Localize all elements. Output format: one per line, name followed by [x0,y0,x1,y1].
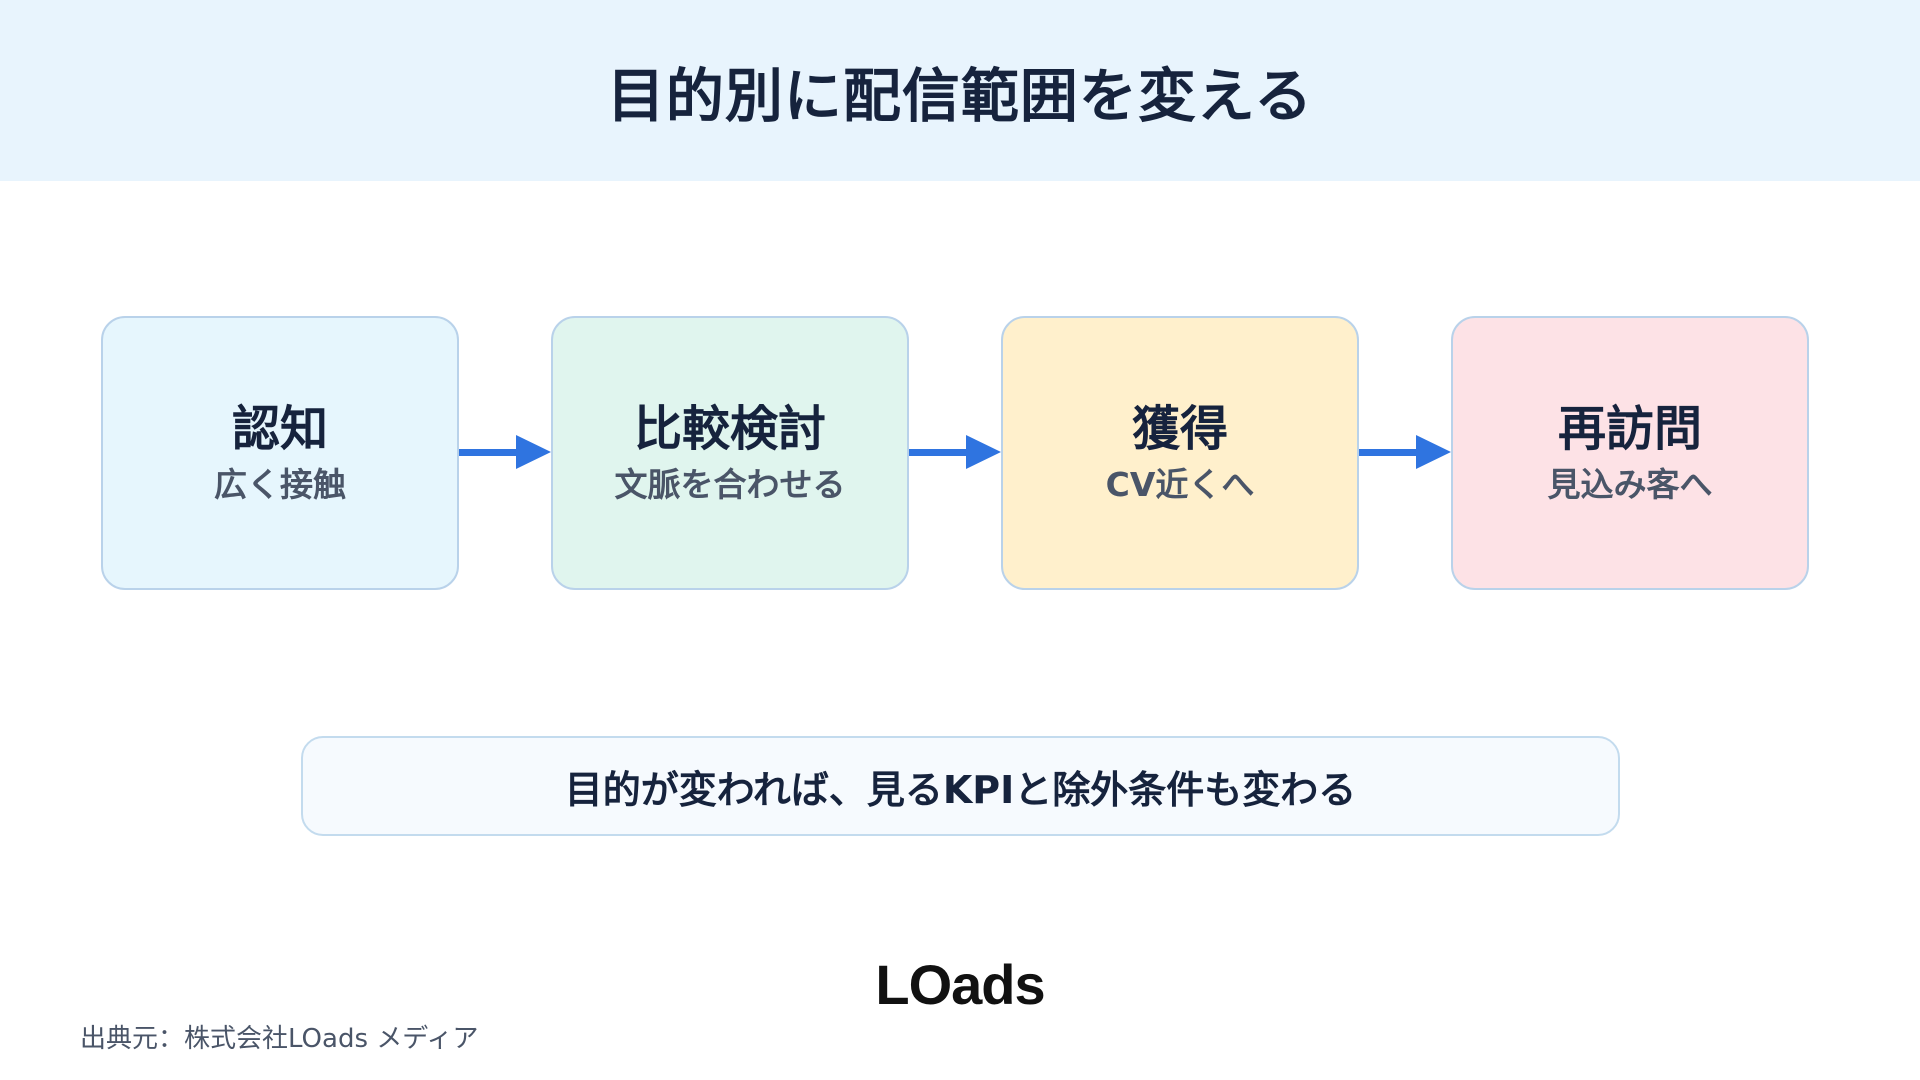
stage-title: 獲得 [1131,401,1228,458]
stage-box-acquisition: 獲得 CV近くへ [1001,316,1359,590]
summary-note-text: 目的が変われば、見るKPIと除外条件も変わる [564,767,1357,812]
stage-box-awareness: 認知 広く接触 [101,316,459,590]
stage-subtitle: 広く接触 [214,465,346,504]
stage-title: 比較検討 [633,401,826,458]
header-banner: 目的別に配信範囲を変える [0,0,1920,181]
stage-box-revisit: 再訪問 見込み客へ [1451,316,1809,590]
source-credit: 出典元：株式会社LOads メディア [80,1024,479,1054]
brand-logo: LOads [875,952,1045,1016]
stage-subtitle: 文脈を合わせる [614,465,846,504]
stage-box-consideration: 比較検討 文脈を合わせる [551,316,909,590]
stage-title: 再訪問 [1557,401,1702,458]
arrow-right-icon [459,435,551,469]
stage-title: 認知 [231,401,328,458]
stage-subtitle: 見込み客へ [1547,465,1713,504]
summary-note-box: 目的が変われば、見るKPIと除外条件も変わる [301,736,1620,836]
page-title: 目的別に配信範囲を変える [606,61,1314,130]
arrow-right-icon [909,435,1001,469]
arrow-right-icon [1359,435,1451,469]
stage-subtitle: CV近くへ [1105,465,1255,504]
